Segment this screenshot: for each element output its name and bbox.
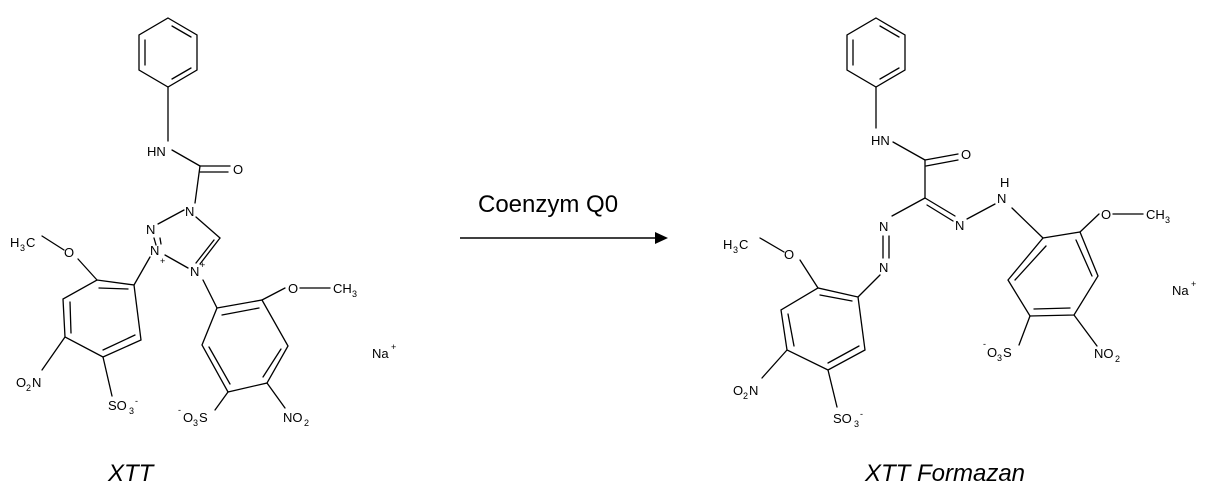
reagent-label: Coenzym Q0 (478, 191, 618, 218)
svg-text:O: O (733, 383, 743, 398)
svg-text:N: N (32, 375, 41, 390)
svg-text:-: - (860, 409, 863, 419)
formazan-sodium-ion: Na (1172, 283, 1189, 298)
svg-text:H: H (1000, 175, 1009, 190)
xtt-n3: N (150, 243, 159, 258)
xtt-right-aryl-ring (201, 299, 289, 393)
svg-text:-: - (983, 339, 986, 349)
svg-text:C: C (739, 237, 748, 252)
svg-text:CH: CH (1146, 207, 1165, 222)
reaction-arrowhead (655, 232, 668, 244)
svg-text:3: 3 (733, 245, 738, 255)
svg-text:CH: CH (333, 281, 352, 296)
svg-text:2: 2 (26, 383, 31, 393)
svg-text:3: 3 (854, 419, 859, 429)
xtt-structure: HN O N N N + N + O H 3 C (10, 17, 396, 428)
xtt-o-right: O (288, 281, 298, 296)
formazan-substituents: O H 3 C O 2 N SO 3 - O CH 3 NO 2 - O 3 S (723, 207, 1170, 429)
svg-text:N: N (955, 218, 964, 233)
svg-text:SO: SO (108, 398, 127, 413)
svg-text:3: 3 (129, 406, 134, 416)
svg-text:O: O (16, 375, 26, 390)
svg-text:3: 3 (352, 289, 357, 299)
xtt-sodium-ion: Na (372, 346, 389, 361)
formazan-structure: HN O N N H N N N (780, 17, 1196, 371)
svg-text:N: N (749, 383, 758, 398)
formazan-right-aryl-ring (1007, 231, 1099, 317)
xtt-left-aryl-ring (62, 279, 142, 358)
svg-text:3: 3 (193, 418, 198, 428)
svg-text:C: C (26, 235, 35, 250)
svg-text:N: N (879, 260, 888, 275)
svg-text:+: + (200, 260, 205, 270)
svg-text:N: N (879, 219, 888, 234)
svg-text:2: 2 (304, 418, 309, 428)
svg-text:+: + (160, 256, 165, 266)
svg-text:3: 3 (20, 243, 25, 253)
svg-text:H: H (10, 235, 19, 250)
svg-text:O: O (784, 247, 794, 262)
svg-text:2: 2 (1115, 354, 1120, 364)
svg-text:O: O (987, 345, 997, 360)
xtt-carbonyl-o: O (233, 162, 243, 177)
formazan-caption: XTT Formazan (864, 460, 1025, 487)
formazan-phenyl-ring (846, 17, 906, 88)
svg-text:S: S (199, 410, 208, 425)
xtt-o-left: O (64, 245, 74, 260)
xtt-caption: XTT (107, 460, 156, 487)
svg-text:-: - (135, 396, 138, 406)
xtt-n4: N (190, 264, 199, 279)
svg-text:+: + (1191, 279, 1196, 289)
svg-text:O: O (183, 410, 193, 425)
formazan-hn-label: HN (871, 133, 890, 148)
svg-text:+: + (391, 342, 396, 352)
svg-text:3: 3 (997, 353, 1002, 363)
xtt-n1: N (185, 204, 194, 219)
svg-text:H: H (723, 237, 732, 252)
svg-text:S: S (1003, 345, 1012, 360)
svg-text:2: 2 (743, 391, 748, 401)
formazan-left-aryl-ring (780, 287, 866, 371)
formazan-carbonyl-o: O (961, 147, 971, 162)
svg-text:3: 3 (1165, 215, 1170, 225)
svg-text:SO: SO (833, 411, 852, 426)
svg-text:O: O (1101, 207, 1111, 222)
svg-text:NO: NO (1094, 346, 1114, 361)
xtt-nh-label: HN (147, 144, 166, 159)
svg-text:N: N (997, 191, 1006, 206)
svg-text:-: - (178, 405, 181, 415)
xtt-n2: N (146, 222, 155, 237)
xtt-phenyl-ring (138, 17, 198, 88)
svg-text:NO: NO (283, 410, 303, 425)
